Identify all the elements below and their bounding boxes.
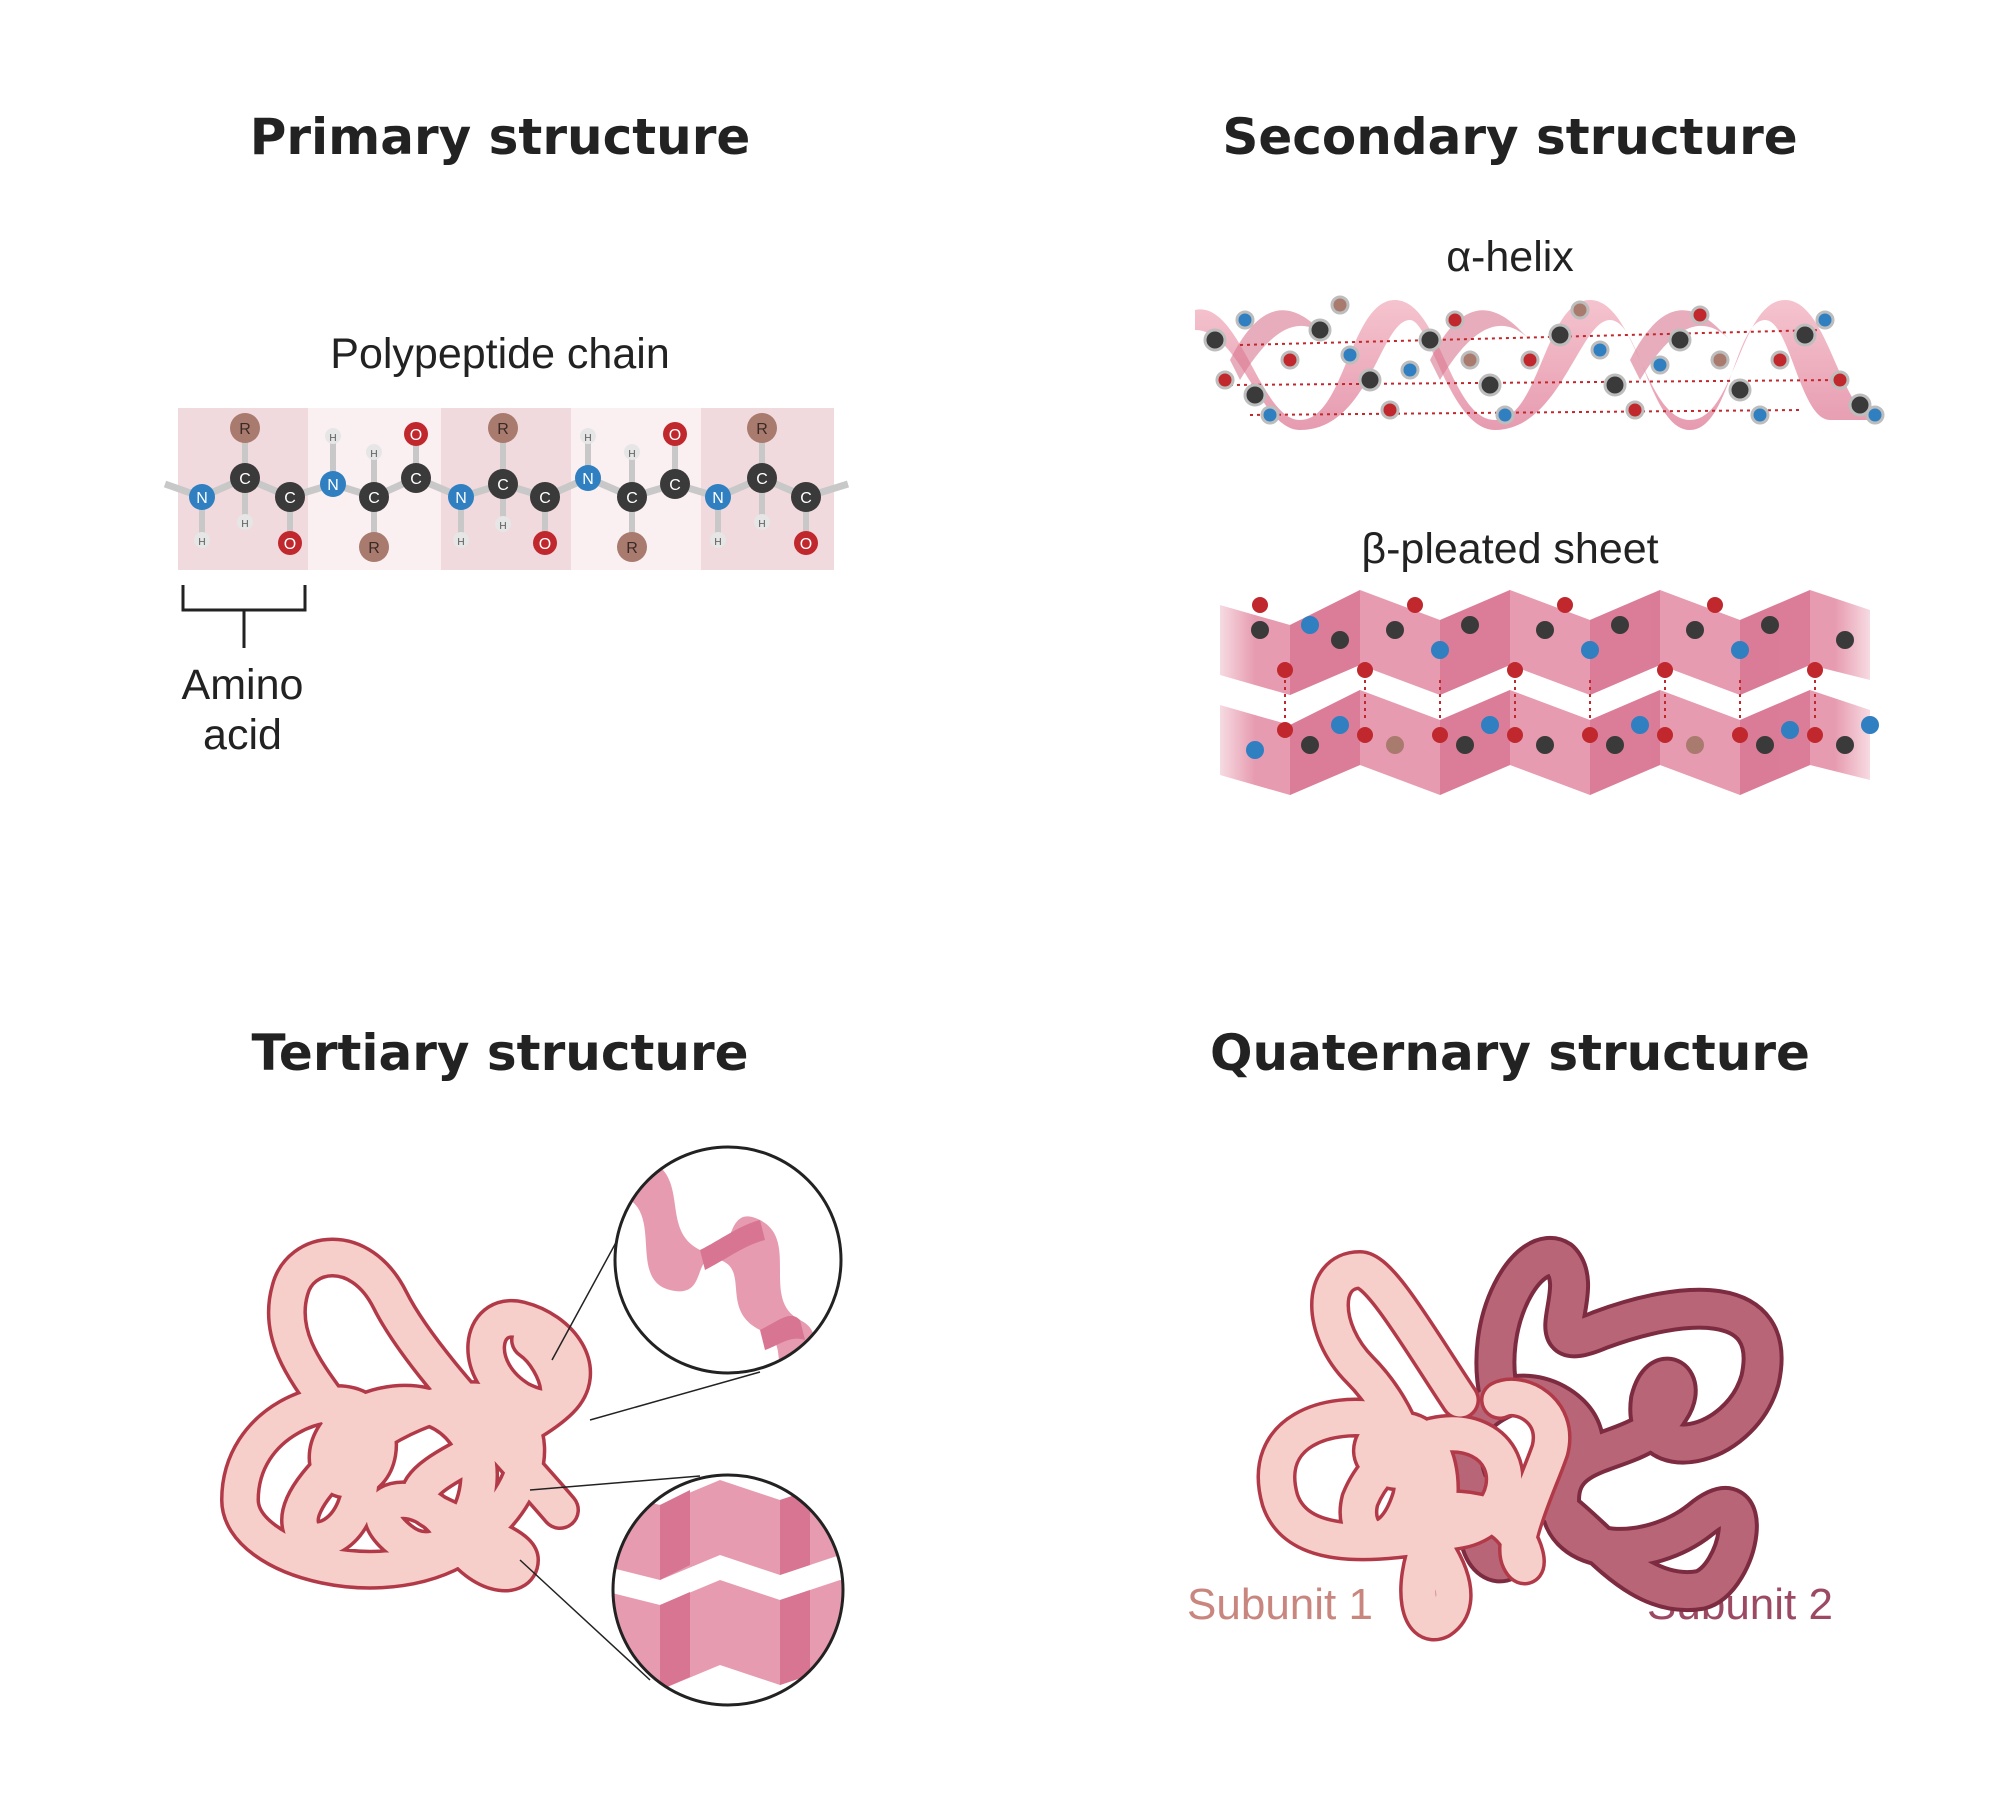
nitrogen-atom: N [575, 465, 601, 491]
oxygen-atom: O [533, 531, 557, 555]
svg-text:H: H [628, 449, 635, 460]
svg-text:C: C [284, 490, 296, 507]
nitrogen-atom: N [448, 484, 474, 510]
carbon-atom: C [488, 469, 518, 499]
hydrogen-atom: H [710, 532, 726, 548]
amino-acid-label: Amino acid [181, 661, 304, 759]
hydrogen-atom: H [453, 532, 469, 548]
tertiary-structure-title: Tertiary structure [251, 1024, 749, 1082]
svg-text:O: O [284, 536, 296, 553]
nitrogen-atom: N [189, 484, 215, 510]
oxygen-atom: O [663, 422, 687, 446]
hydrogen-atom: H [495, 516, 511, 532]
svg-text:N: N [327, 477, 339, 494]
secondary-structure-title: Secondary structure [1222, 108, 1798, 166]
subunit-1-label: Subunit 1 [1187, 1580, 1373, 1629]
svg-text:N: N [712, 490, 724, 507]
sheet-zoom-circle [611, 1473, 845, 1707]
svg-text:C: C [410, 471, 422, 488]
helix-ribbon [1195, 300, 1880, 430]
svg-text:C: C [626, 490, 638, 507]
svg-text:C: C [239, 471, 251, 488]
svg-text:O: O [539, 536, 551, 553]
svg-text:H: H [370, 449, 377, 460]
nitrogen-atom: N [320, 471, 346, 497]
svg-text:H: H [499, 521, 506, 532]
svg-text:H: H [198, 537, 205, 548]
oxygen-atom: O [404, 422, 428, 446]
carbon-atom: C [275, 482, 305, 512]
hydrogen-atom: H [580, 428, 596, 444]
svg-text:R: R [239, 421, 251, 438]
alpha-helix-label: α-helix [1446, 233, 1574, 281]
side-chain-atom: R [230, 413, 260, 443]
svg-text:N: N [455, 490, 467, 507]
hydrogen-atom: H [194, 532, 210, 548]
svg-text:H: H [758, 519, 765, 530]
svg-text:C: C [368, 490, 380, 507]
side-chain-atom: R [747, 413, 777, 443]
oxygen-atom: O [794, 531, 818, 555]
subunit-1-tube [1256, 1250, 1572, 1642]
nitrogen-atom: N [705, 484, 731, 510]
polypeptide-chain-label: Polypeptide chain [330, 330, 670, 378]
carbon-atom: C [359, 482, 389, 512]
svg-text:N: N [196, 490, 208, 507]
helix-atoms [1203, 295, 1885, 425]
side-chain-atom: R [617, 532, 647, 562]
carbon-atom: C [401, 463, 431, 493]
helix-zoom-circle [613, 1145, 843, 1375]
side-chain-atom: R [488, 413, 518, 443]
primary-structure-title: Primary structure [249, 108, 751, 166]
svg-text:C: C [497, 477, 509, 494]
beta-sheet-atoms [1246, 597, 1879, 759]
svg-text:R: R [756, 421, 768, 438]
svg-text:H: H [714, 537, 721, 548]
svg-text:R: R [497, 421, 509, 438]
hydrogen-atom: H [624, 444, 640, 460]
svg-text:H: H [457, 537, 464, 548]
svg-text:O: O [410, 427, 422, 444]
amino-acid-bracket [181, 585, 307, 648]
carbon-atom: C [791, 482, 821, 512]
helix-ribbon-back [1230, 310, 1730, 380]
svg-text:C: C [669, 477, 681, 494]
beta-sheet-label: β-pleated sheet [1361, 525, 1659, 573]
hydrogen-atom: H [325, 428, 341, 444]
carbon-atom: C [660, 469, 690, 499]
svg-text:O: O [669, 427, 681, 444]
quaternary-structure-title: Quaternary structure [1210, 1024, 1810, 1082]
carbon-atom: C [230, 463, 260, 493]
svg-text:H: H [584, 433, 591, 444]
carbon-atom: C [530, 482, 560, 512]
svg-text:C: C [756, 471, 768, 488]
svg-text:C: C [539, 490, 551, 507]
svg-text:R: R [368, 540, 380, 557]
tertiary-protein-tube [220, 1237, 593, 1593]
svg-text:H: H [241, 519, 248, 530]
svg-text:H: H [329, 433, 336, 444]
carbon-atom: C [747, 463, 777, 493]
side-chain-atom: R [359, 532, 389, 562]
svg-text:N: N [582, 471, 594, 488]
svg-text:C: C [800, 490, 812, 507]
hydrogen-atom: H [754, 514, 770, 530]
oxygen-atom: O [278, 531, 302, 555]
hydrogen-atom: H [366, 444, 382, 460]
carbon-atom: C [617, 482, 647, 512]
svg-text:R: R [626, 540, 638, 557]
svg-text:O: O [800, 536, 812, 553]
hydrogen-atom: H [237, 514, 253, 530]
